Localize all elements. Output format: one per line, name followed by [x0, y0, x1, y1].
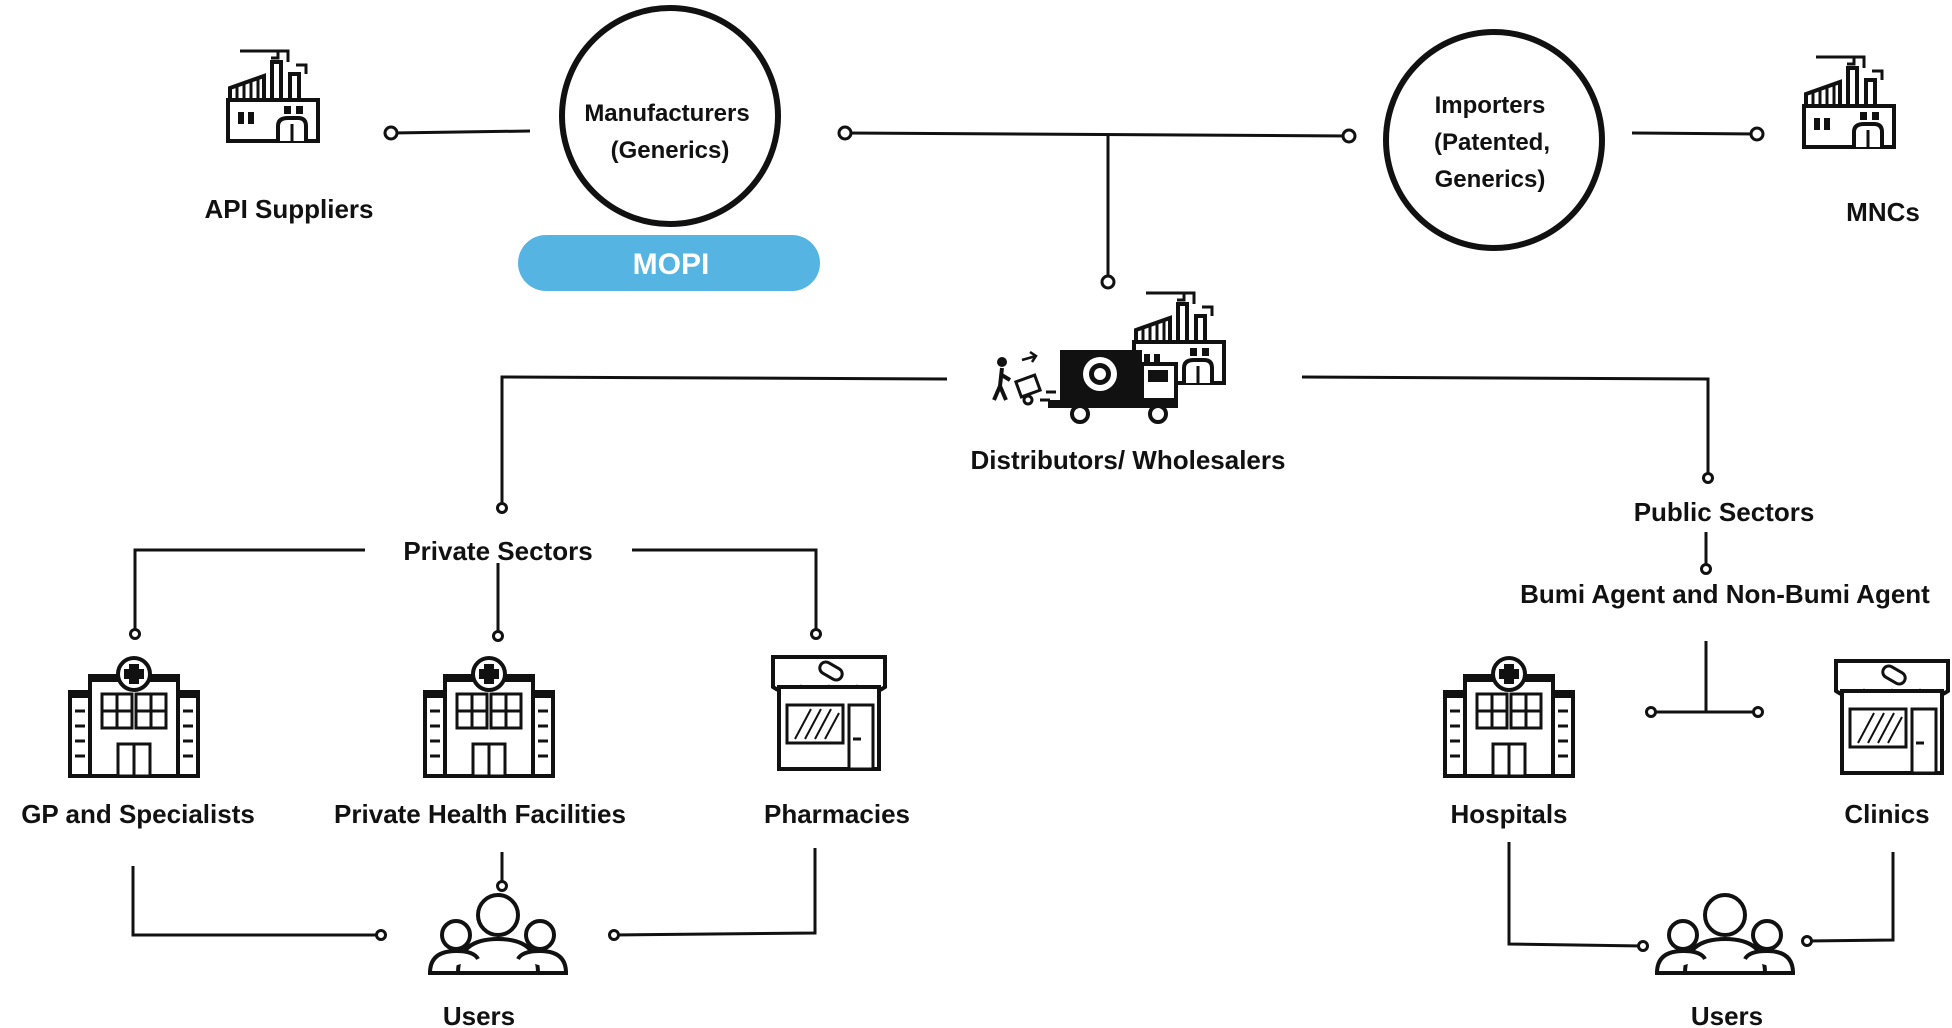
mncs-node: MNCs [1802, 55, 1920, 227]
api-suppliers-node: API Suppliers [204, 49, 374, 224]
manufacturers-label-line1: Manufacturers [584, 100, 749, 127]
bumi-agent-label: Bumi Agent and Non-Bumi Agent [1520, 579, 1930, 609]
importers-label-line1: Importers [1435, 92, 1546, 119]
pharmacies-label: Pharmacies [764, 799, 910, 829]
public-sectors-label: Public Sectors [1634, 497, 1815, 527]
distributors-label: Distributors/ Wholesalers [971, 445, 1286, 475]
clinics-label: Clinics [1844, 799, 1929, 829]
pharmacies-node: Pharmacies [764, 655, 910, 829]
pharmacy-icon [771, 655, 887, 771]
users-left-node: Users [426, 893, 570, 1028]
connector-dots [129, 125, 1813, 952]
hospital-icon [421, 656, 557, 778]
private-health-node: Private Health Facilities [334, 656, 626, 829]
hospitals-node: Hospitals [1441, 656, 1577, 829]
private-sectors-label: Private Sectors [403, 536, 592, 566]
distributors-node: Distributors/ Wholesalers [971, 291, 1286, 475]
hospital-icon [66, 656, 202, 778]
manufacturers-label-line2: (Generics) [611, 137, 730, 164]
clinics-node: Clinics [1834, 659, 1950, 829]
manufacturers-node: Manufacturers (Generics) [559, 5, 781, 227]
gp-specialists-node: GP and Specialists [21, 656, 255, 829]
users-icon [426, 893, 570, 975]
importers-node: Importers (Patented, Generics) [1383, 29, 1605, 251]
private-health-label: Private Health Facilities [334, 799, 626, 829]
mopi-label: MOPI [633, 248, 710, 281]
users-right-node: Users [1653, 893, 1797, 1028]
hospital-icon [1441, 656, 1577, 778]
importers-label-line3: Generics) [1435, 166, 1546, 193]
users-right-label: Users [1691, 1001, 1763, 1028]
users-left-label: Users [443, 1001, 515, 1028]
gp-specialists-label: GP and Specialists [21, 799, 255, 829]
importers-label-line2: (Patented, [1434, 129, 1550, 156]
api-suppliers-label: API Suppliers [204, 194, 373, 224]
mncs-label: MNCs [1846, 197, 1920, 227]
mopi-badge: MOPI [518, 235, 820, 291]
hospitals-label: Hospitals [1450, 799, 1567, 829]
factory-icon [1802, 55, 1896, 149]
users-icon [1653, 893, 1797, 975]
pharmacy-icon [1834, 659, 1950, 775]
factory-icon [226, 49, 320, 143]
